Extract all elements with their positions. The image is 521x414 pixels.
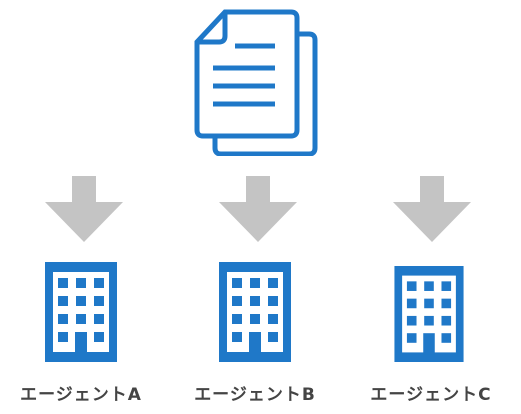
arrow-down-icon xyxy=(45,176,123,242)
agent-c-label: エージェントC xyxy=(370,385,492,405)
document-copies-icon xyxy=(194,9,318,156)
arrow-down-icon xyxy=(393,176,471,242)
agent-b-label: エージェントB xyxy=(194,385,316,405)
office-building-icon xyxy=(45,262,117,362)
agent-a-label: エージェントA xyxy=(20,385,142,405)
office-building-icon xyxy=(394,266,464,362)
office-building-icon xyxy=(219,262,291,362)
arrow-down-icon xyxy=(219,176,297,242)
